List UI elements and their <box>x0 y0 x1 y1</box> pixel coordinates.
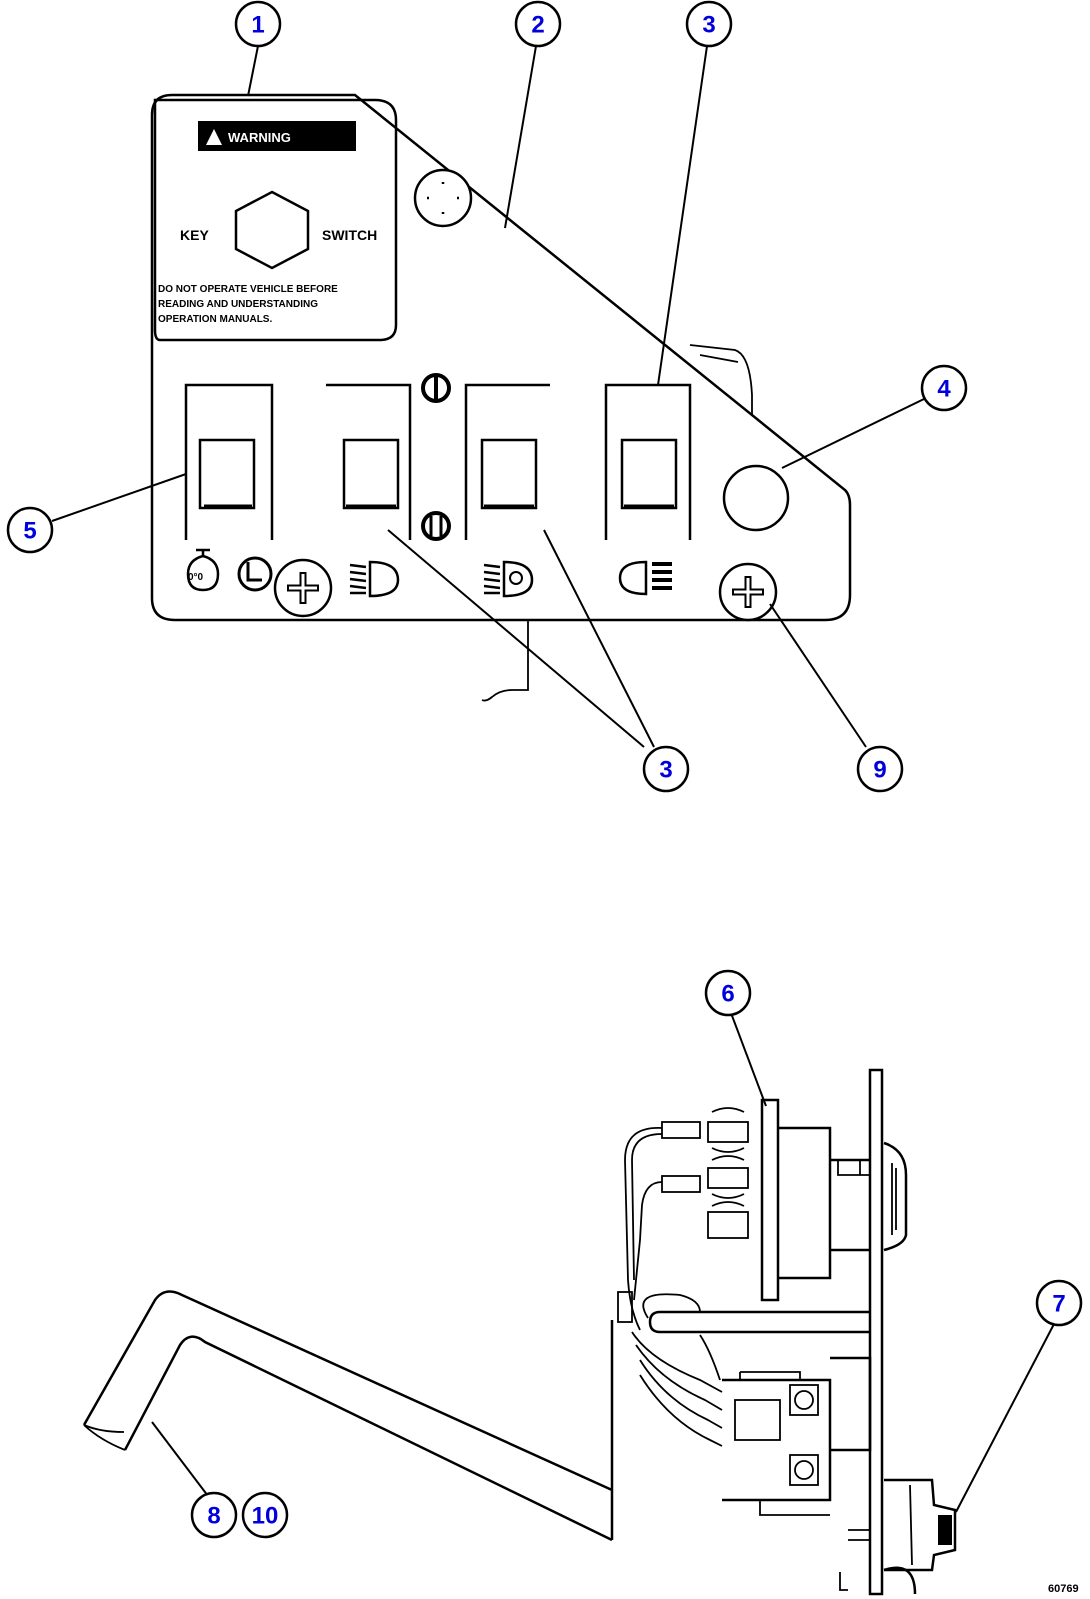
screw-bottom-left <box>273 558 333 618</box>
callout-8: 8 <box>190 1491 238 1539</box>
headlight-symbol-icon <box>618 560 672 596</box>
warning-banner <box>198 121 356 151</box>
off-symbol-icon <box>421 511 451 541</box>
caution-line-1: DO NOT OPERATE VEHICLE BEFORE <box>158 284 338 295</box>
glow-plug-symbol-icon: 0°0 <box>186 548 220 592</box>
rear-work-light-symbol-icon <box>483 560 534 598</box>
rocker-switch-3 <box>464 383 550 540</box>
callout-9: 9 <box>856 745 904 793</box>
timer-symbol-icon <box>237 556 273 592</box>
callout-4: 4 <box>920 364 968 412</box>
svg-text:10: 10 <box>252 1503 279 1530</box>
switch-side-view <box>82 1068 957 1596</box>
key-label: KEY <box>180 227 209 243</box>
caution-line-2: READING AND UNDERSTANDING <box>158 299 318 310</box>
svg-text:2: 2 <box>531 12 544 39</box>
rocker-switch-4 <box>604 383 692 540</box>
callout-10: 10 <box>241 1491 289 1539</box>
callout-3-bottom: 3 <box>642 745 690 793</box>
svg-text:9: 9 <box>873 757 886 784</box>
svg-text:5: 5 <box>23 518 36 545</box>
svg-text:3: 3 <box>702 12 715 39</box>
warning-icon <box>206 129 222 145</box>
screw-bottom-right <box>718 562 778 622</box>
svg-text:7: 7 <box>1052 1291 1065 1318</box>
callout-5: 5 <box>6 506 54 554</box>
warning-title: WARNING <box>228 130 291 145</box>
svg-text:4: 4 <box>937 376 951 403</box>
svg-text:8: 8 <box>207 1503 220 1530</box>
figure-code: 60769 <box>1048 1583 1079 1595</box>
callout-7: 7 <box>1035 1279 1083 1327</box>
callout-3-top: 3 <box>685 0 733 48</box>
rocker-switch-1 <box>184 383 274 540</box>
front-work-light-symbol-icon <box>349 560 400 598</box>
svg-text:0°0: 0°0 <box>188 572 204 583</box>
switch-panel <box>150 93 852 702</box>
callout-6: 6 <box>704 969 752 1017</box>
indicator-light <box>722 464 790 532</box>
callout-2: 2 <box>514 0 562 48</box>
on-symbol-icon <box>421 373 451 403</box>
svg-text:1: 1 <box>251 12 264 39</box>
svg-text:3: 3 <box>659 757 672 784</box>
callout-1: 1 <box>234 0 282 48</box>
screw-top <box>413 168 473 228</box>
switch-label: SWITCH <box>322 227 377 243</box>
svg-text:6: 6 <box>721 981 734 1008</box>
key-switch-decal: WARNING KEY SWITCH DO NOT OPERATE VEHICL… <box>153 98 398 342</box>
rocker-switch-2 <box>326 383 412 540</box>
caution-line-3: OPERATION MANUALS. <box>158 314 272 325</box>
key-switch-hexagon <box>234 190 310 270</box>
